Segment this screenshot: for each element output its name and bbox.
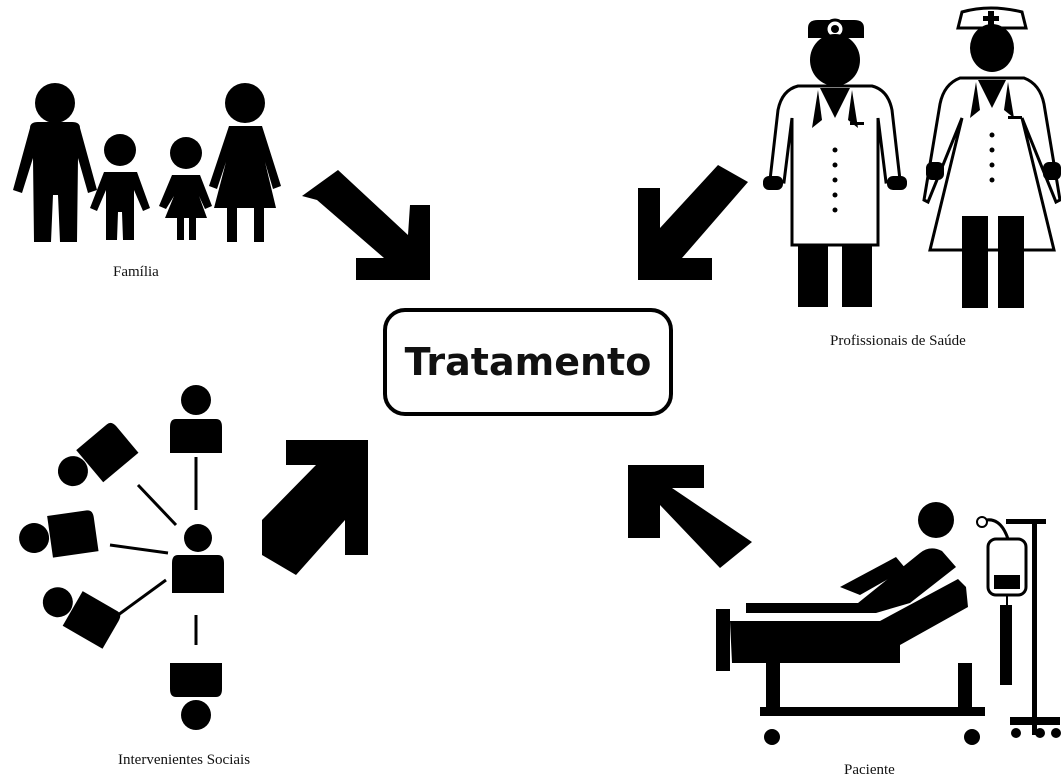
social-actors-label: Intervenientes Sociais bbox=[118, 752, 251, 768]
arrow-down-right-icon bbox=[302, 170, 430, 280]
arrow-down-left-icon bbox=[638, 165, 748, 280]
family-label: Família bbox=[113, 264, 159, 280]
patient-bed-icon bbox=[716, 502, 1061, 745]
treatment-label: Tratamento bbox=[404, 340, 652, 384]
social-network-icon bbox=[19, 385, 224, 730]
arrow-up-right-icon bbox=[262, 440, 368, 575]
treatment-box: Tratamento bbox=[383, 308, 673, 416]
doctor-nurse-icon bbox=[763, 6, 1061, 308]
patient-label: Paciente bbox=[844, 762, 895, 778]
health-professionals-label: Profissionais de Saúde bbox=[830, 333, 966, 349]
family-icon bbox=[13, 83, 281, 242]
arrow-up-left-icon bbox=[628, 465, 752, 568]
